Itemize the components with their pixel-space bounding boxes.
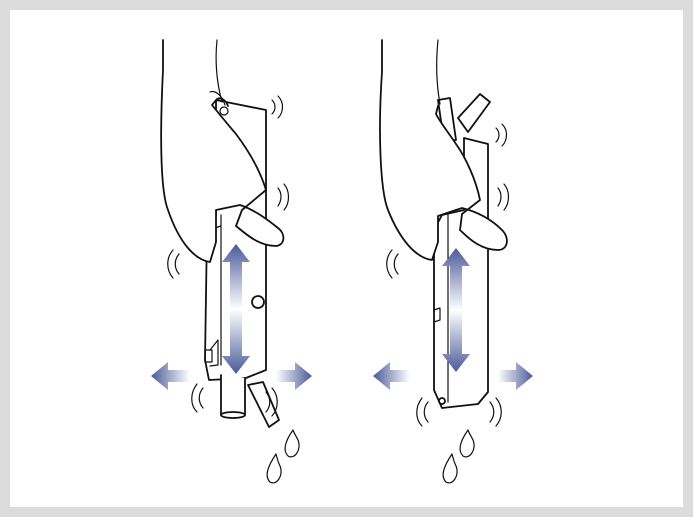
shake-arrow-icon: [151, 244, 312, 390]
right-panel: [373, 39, 533, 484]
shake-illustration: [151, 39, 533, 484]
drip-icon: [442, 429, 475, 484]
left-panel: [151, 39, 312, 484]
shake-arrow-icon: [373, 248, 533, 390]
hand-icon: [379, 39, 508, 261]
hand-icon: [160, 39, 285, 263]
vibration-marks: [167, 95, 290, 417]
vibration-marks: [386, 123, 510, 427]
drip-icon: [266, 429, 300, 484]
illustration-frame: [10, 10, 683, 507]
